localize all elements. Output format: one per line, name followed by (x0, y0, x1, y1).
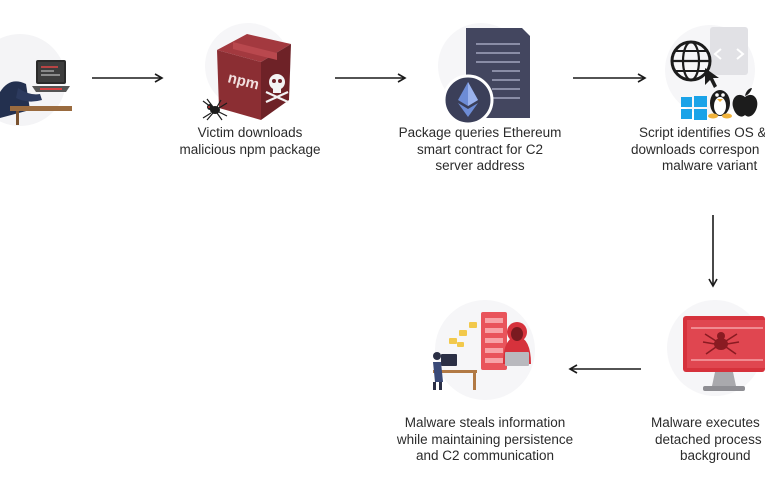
step-download: npm Victim downloads malicious npm packa… (150, 15, 350, 165)
step-identify-os: Script identifies OS & downloads corresp… (615, 15, 765, 185)
step-execute: Malware executes detached process backgr… (615, 300, 765, 470)
data-theft-icon (433, 312, 531, 390)
step-steal-label: Malware steals information while maintai… (396, 415, 574, 463)
step-ethereum-label: Package queries Ethereum smart contract … (398, 125, 562, 173)
infected-monitor-icon (683, 316, 765, 391)
malicious-npm-package-icon: npm (202, 34, 291, 121)
step-ethereum: Package queries Ethereum smart contract … (380, 15, 580, 185)
ethereum-contract-icon (442, 28, 530, 126)
hacker-at-laptop-icon (0, 34, 72, 126)
os-detection-icon (670, 27, 758, 120)
step-execute-label: Malware executes detached process backgr… (651, 415, 762, 463)
step-steal: Malware steals information while maintai… (385, 300, 585, 470)
step-identify-os-label: Script identifies OS & downloads corresp… (631, 125, 765, 173)
step-download-label: Victim downloads malicious npm package (179, 125, 321, 157)
